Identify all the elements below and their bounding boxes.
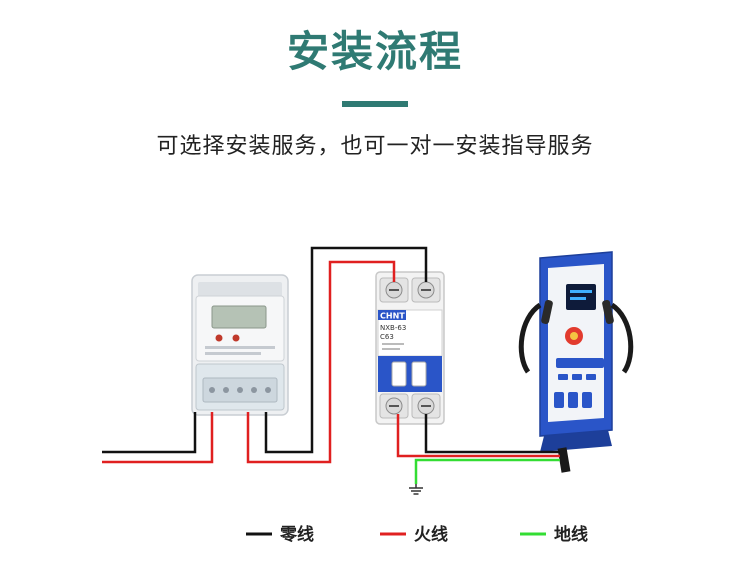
electricity-meter: [191, 274, 289, 416]
ground-wire: [414, 458, 560, 484]
charging-gun-icon: [541, 299, 553, 325]
breaker-switch-body: [378, 356, 442, 392]
legend: 零线 火线 地线: [246, 524, 588, 545]
neutral-wire: [264, 246, 428, 454]
charging-gun-icon: [602, 299, 614, 325]
legend-label-live: 火线: [414, 524, 448, 545]
meter-indicator-light: [232, 334, 240, 342]
charging-cable: [610, 302, 634, 374]
live-wire: [396, 414, 560, 458]
breaker-toggle: [391, 361, 407, 387]
legend-label-ground: 地线: [554, 524, 588, 545]
title-underline: [342, 101, 408, 107]
legend-label-neutral: 零线: [279, 524, 314, 545]
charger-input-cable: [557, 447, 571, 473]
ground-symbol-icon: [409, 484, 423, 495]
live-wire: [102, 412, 214, 464]
ev-charging-station: [518, 251, 634, 473]
breaker-toggle: [411, 361, 427, 387]
live-wire: [246, 260, 396, 464]
meter-lcd-screen: [211, 305, 267, 329]
page-subtitle: 可选择安装服务，也可一对一安装指导服务: [156, 134, 594, 159]
breaker-brand-plate: [378, 310, 406, 320]
neutral-wire: [102, 412, 197, 454]
meter-indicator-light: [215, 334, 223, 342]
breaker-model: NXB-63: [380, 324, 406, 332]
breaker-rating: C63: [380, 333, 394, 341]
circuit-breaker: CHNT NXB-63 C63: [375, 271, 445, 425]
page-title: 安装流程: [286, 27, 463, 76]
charging-cable: [518, 302, 542, 374]
breaker-brand: CHNT: [380, 312, 405, 321]
neutral-wire: [424, 414, 560, 454]
wiring: [102, 246, 560, 484]
